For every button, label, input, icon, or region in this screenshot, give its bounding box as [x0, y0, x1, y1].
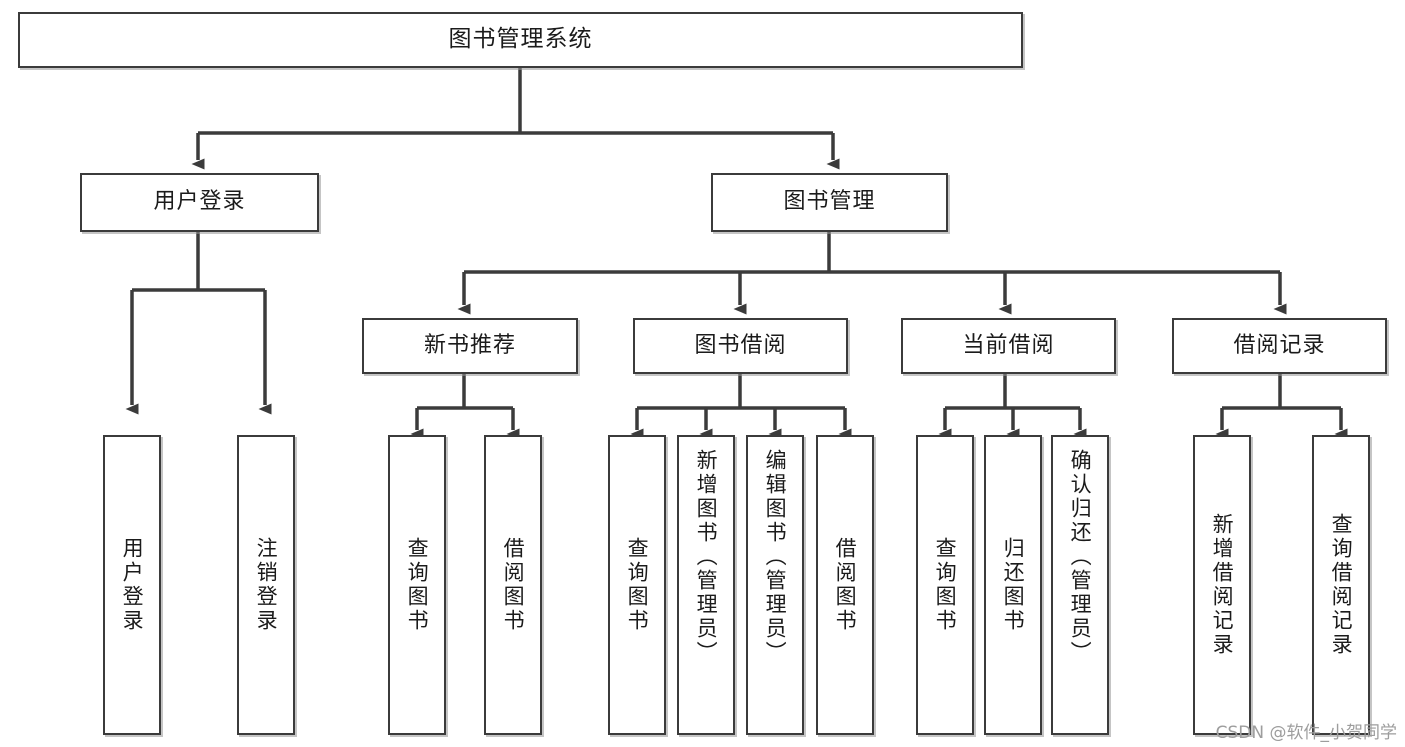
leaf-label: 查询图书 — [405, 537, 430, 633]
leaf-label: 新增借阅记录 — [1210, 513, 1235, 657]
node-leaf-confirm-return[interactable]: 确认归还（管理员） — [1051, 435, 1109, 735]
leaf-label: 新增图书（管理员） — [694, 449, 719, 665]
node-book-management[interactable]: 图书管理 — [711, 173, 948, 232]
node-leaf-add-record[interactable]: 新增借阅记录 — [1193, 435, 1251, 735]
node-new-book-recommend[interactable]: 新书推荐 — [362, 318, 578, 374]
leaf-label: 编辑图书（管理员） — [763, 449, 788, 665]
node-leaf-user-logout[interactable]: 注销登录 — [237, 435, 295, 735]
node-leaf-query-book-1[interactable]: 查询图书 — [388, 435, 446, 735]
node-book-borrow[interactable]: 图书借阅 — [633, 318, 848, 374]
node-leaf-edit-book[interactable]: 编辑图书（管理员） — [746, 435, 804, 735]
leaf-label: 确认归还（管理员） — [1068, 449, 1093, 665]
node-borrow-record[interactable]: 借阅记录 — [1172, 318, 1387, 374]
leaf-label: 借阅图书 — [501, 537, 526, 633]
leaf-label: 查询借阅记录 — [1329, 513, 1354, 657]
leaf-label: 注销登录 — [254, 537, 279, 633]
node-root-system[interactable]: 图书管理系统 — [18, 12, 1023, 68]
leaf-label: 查询图书 — [625, 537, 650, 633]
node-current-borrow[interactable]: 当前借阅 — [901, 318, 1116, 374]
node-leaf-user-login[interactable]: 用户登录 — [103, 435, 161, 735]
node-leaf-query-record[interactable]: 查询借阅记录 — [1312, 435, 1370, 735]
leaf-label: 用户登录 — [120, 537, 145, 633]
node-leaf-add-book[interactable]: 新增图书（管理员） — [677, 435, 735, 735]
node-leaf-borrow-book-2[interactable]: 借阅图书 — [816, 435, 874, 735]
leaf-label: 归还图书 — [1001, 537, 1026, 633]
leaf-label: 借阅图书 — [833, 537, 858, 633]
node-leaf-query-book-2[interactable]: 查询图书 — [608, 435, 666, 735]
csdn-watermark: CSDN @软件_小贺同学 — [1215, 723, 1397, 743]
node-leaf-query-book-3[interactable]: 查询图书 — [916, 435, 974, 735]
leaf-label: 查询图书 — [933, 537, 958, 633]
node-leaf-return-book[interactable]: 归还图书 — [984, 435, 1042, 735]
node-user-login[interactable]: 用户登录 — [80, 173, 319, 232]
node-leaf-borrow-book-1[interactable]: 借阅图书 — [484, 435, 542, 735]
